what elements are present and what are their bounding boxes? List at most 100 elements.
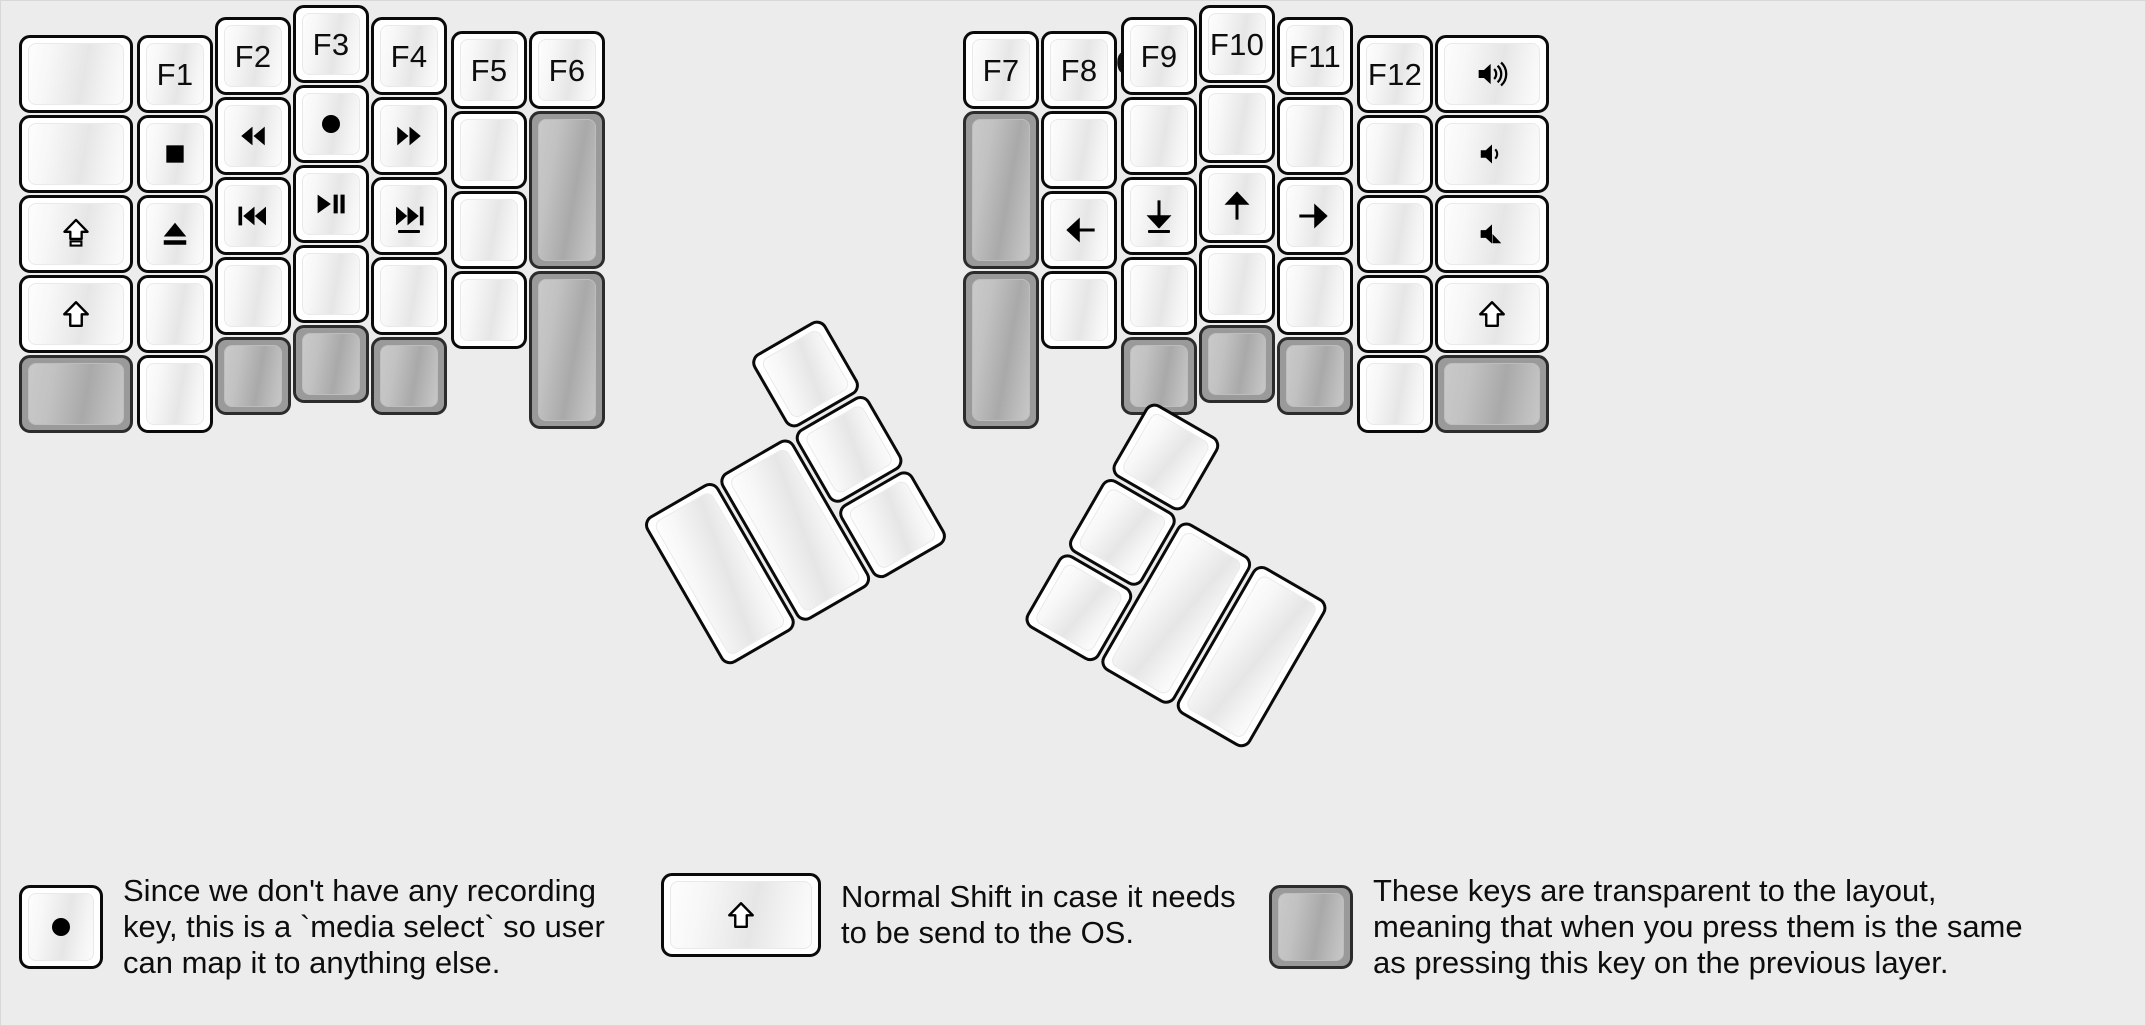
key-right-col-pinky-3[interactable] xyxy=(1357,275,1433,353)
key-left-col-pinky-1[interactable] xyxy=(137,115,213,193)
key-right-col-outer-1[interactable] xyxy=(1435,115,1549,193)
keycap-surface: F7 xyxy=(972,39,1030,101)
key-left-col-index-2[interactable] xyxy=(371,177,447,255)
homing-bar xyxy=(1148,230,1170,233)
key-right-col-middle-0[interactable]: F10 xyxy=(1199,5,1275,83)
keycap-surface xyxy=(224,265,282,327)
keycap-surface xyxy=(1286,185,1344,247)
keycap-surface xyxy=(380,185,438,247)
key-left-col-inner-1-2[interactable] xyxy=(451,191,527,269)
key-right-col-outer-2[interactable] xyxy=(1435,195,1549,273)
key-right-col-pinky-4[interactable] xyxy=(1357,355,1433,433)
key-left-col-ring-2[interactable] xyxy=(215,177,291,255)
key-left-col-inner-2-2[interactable] xyxy=(529,271,605,429)
key-left-col-middle-1[interactable] xyxy=(293,85,369,163)
key-label: F7 xyxy=(982,52,1020,88)
keycap-surface xyxy=(1286,105,1344,167)
keycap-surface: F1 xyxy=(146,43,204,105)
key-right-col-inner-1-2[interactable] xyxy=(1041,191,1117,269)
key-left-col-pinky-3[interactable] xyxy=(137,275,213,353)
key-right-col-ring-4[interactable] xyxy=(1277,337,1353,415)
key-left-col-ring-4[interactable] xyxy=(215,337,291,415)
keycap-surface xyxy=(28,283,124,345)
key-left-col-index-3[interactable] xyxy=(371,257,447,335)
key-right-col-inner-2-2[interactable] xyxy=(963,271,1039,429)
legend-text-0: Since we don't have any recording key, t… xyxy=(123,873,605,980)
key-right-col-inner-1-1[interactable] xyxy=(1041,111,1117,189)
key-right-col-inner-2-1[interactable] xyxy=(963,111,1039,269)
key-right-col-middle-4[interactable] xyxy=(1199,325,1275,403)
key-right-col-index-3[interactable] xyxy=(1121,257,1197,335)
arrow-down-icon xyxy=(1142,199,1176,233)
keycap-surface xyxy=(28,203,124,265)
keycap-surface: F11 xyxy=(1286,25,1344,87)
key-left-col-pinky-0[interactable]: F1 xyxy=(137,35,213,113)
key-left-col-inner-2-0[interactable]: F6 xyxy=(529,31,605,109)
key-right-col-outer-0[interactable] xyxy=(1435,35,1549,113)
keycap-surface xyxy=(972,119,1030,261)
key-left-col-outer-2[interactable] xyxy=(19,195,133,273)
keycap-surface xyxy=(302,333,360,395)
key-left-col-ring-1[interactable] xyxy=(215,97,291,175)
key-left-col-index-0[interactable]: F4 xyxy=(371,17,447,95)
key-right-col-inner-1-3[interactable] xyxy=(1041,271,1117,349)
stop-icon xyxy=(162,141,188,167)
keycap-surface xyxy=(1050,199,1108,261)
key-left-col-middle-4[interactable] xyxy=(293,325,369,403)
key-right-col-pinky-2[interactable] xyxy=(1357,195,1433,273)
key-left-col-outer-1[interactable] xyxy=(19,115,133,193)
key-label: F1 xyxy=(156,56,194,92)
keycap-surface xyxy=(1208,333,1266,395)
key-left-col-outer-3[interactable] xyxy=(19,275,133,353)
key-left-col-middle-2[interactable] xyxy=(293,165,369,243)
key-right-col-index-2[interactable] xyxy=(1121,177,1197,255)
key-right-col-pinky-1[interactable] xyxy=(1357,115,1433,193)
key-right-col-ring-2[interactable] xyxy=(1277,177,1353,255)
key-right-col-pinky-0[interactable]: F12 xyxy=(1357,35,1433,113)
key-left-col-middle-3[interactable] xyxy=(293,245,369,323)
key-left-col-ring-3[interactable] xyxy=(215,257,291,335)
legend-key-2 xyxy=(1269,884,1353,969)
key-left-col-inner-2-1[interactable] xyxy=(529,111,605,269)
keycap-surface xyxy=(302,173,360,235)
key-right-col-middle-1[interactable] xyxy=(1199,85,1275,163)
key-label: F8 xyxy=(1060,52,1098,88)
key-right-col-outer-3[interactable] xyxy=(1435,275,1549,353)
key-right-col-middle-2[interactable] xyxy=(1199,165,1275,243)
volume-down-icon xyxy=(1477,139,1507,169)
key-left-col-pinky-4[interactable] xyxy=(137,355,213,433)
key-left-col-pinky-2[interactable] xyxy=(137,195,213,273)
next-track-icon xyxy=(391,201,427,231)
play-pause-icon xyxy=(314,189,348,219)
key-right-col-middle-3[interactable] xyxy=(1199,245,1275,323)
key-left-col-inner-1-1[interactable] xyxy=(451,111,527,189)
key-right-col-ring-0[interactable]: F11 xyxy=(1277,17,1353,95)
key-left-col-ring-0[interactable]: F2 xyxy=(215,17,291,95)
key-left-col-index-4[interactable] xyxy=(371,337,447,415)
keycap-surface xyxy=(380,105,438,167)
key-right-col-index-1[interactable] xyxy=(1121,97,1197,175)
key-right-col-ring-3[interactable] xyxy=(1277,257,1353,335)
key-label: F2 xyxy=(234,38,272,74)
keycap-surface xyxy=(538,279,596,421)
key-right-col-index-0[interactable]: F9 xyxy=(1121,17,1197,95)
volume-up-icon xyxy=(1476,58,1508,90)
key-right-col-index-4[interactable] xyxy=(1121,337,1197,415)
key-right-col-outer-4[interactable] xyxy=(1435,355,1549,433)
keycap-surface xyxy=(1444,123,1540,185)
key-right-col-ring-1[interactable] xyxy=(1277,97,1353,175)
key-right-col-inner-2-0[interactable]: F7 xyxy=(963,31,1039,109)
keycap-surface xyxy=(1444,363,1540,425)
key-left-col-index-1[interactable] xyxy=(371,97,447,175)
keycap-surface xyxy=(302,253,360,315)
key-left-col-inner-1-3[interactable] xyxy=(451,271,527,349)
key-left-col-middle-0[interactable]: F3 xyxy=(293,5,369,83)
keycap-surface xyxy=(28,363,124,425)
keycap-surface xyxy=(460,279,518,341)
key-right-col-inner-1-0[interactable]: F8 xyxy=(1041,31,1117,109)
key-left-col-outer-4[interactable] xyxy=(19,355,133,433)
record-icon xyxy=(46,912,76,942)
key-left-col-outer-0[interactable] xyxy=(19,35,133,113)
key-left-col-inner-1-0[interactable]: F5 xyxy=(451,31,527,109)
